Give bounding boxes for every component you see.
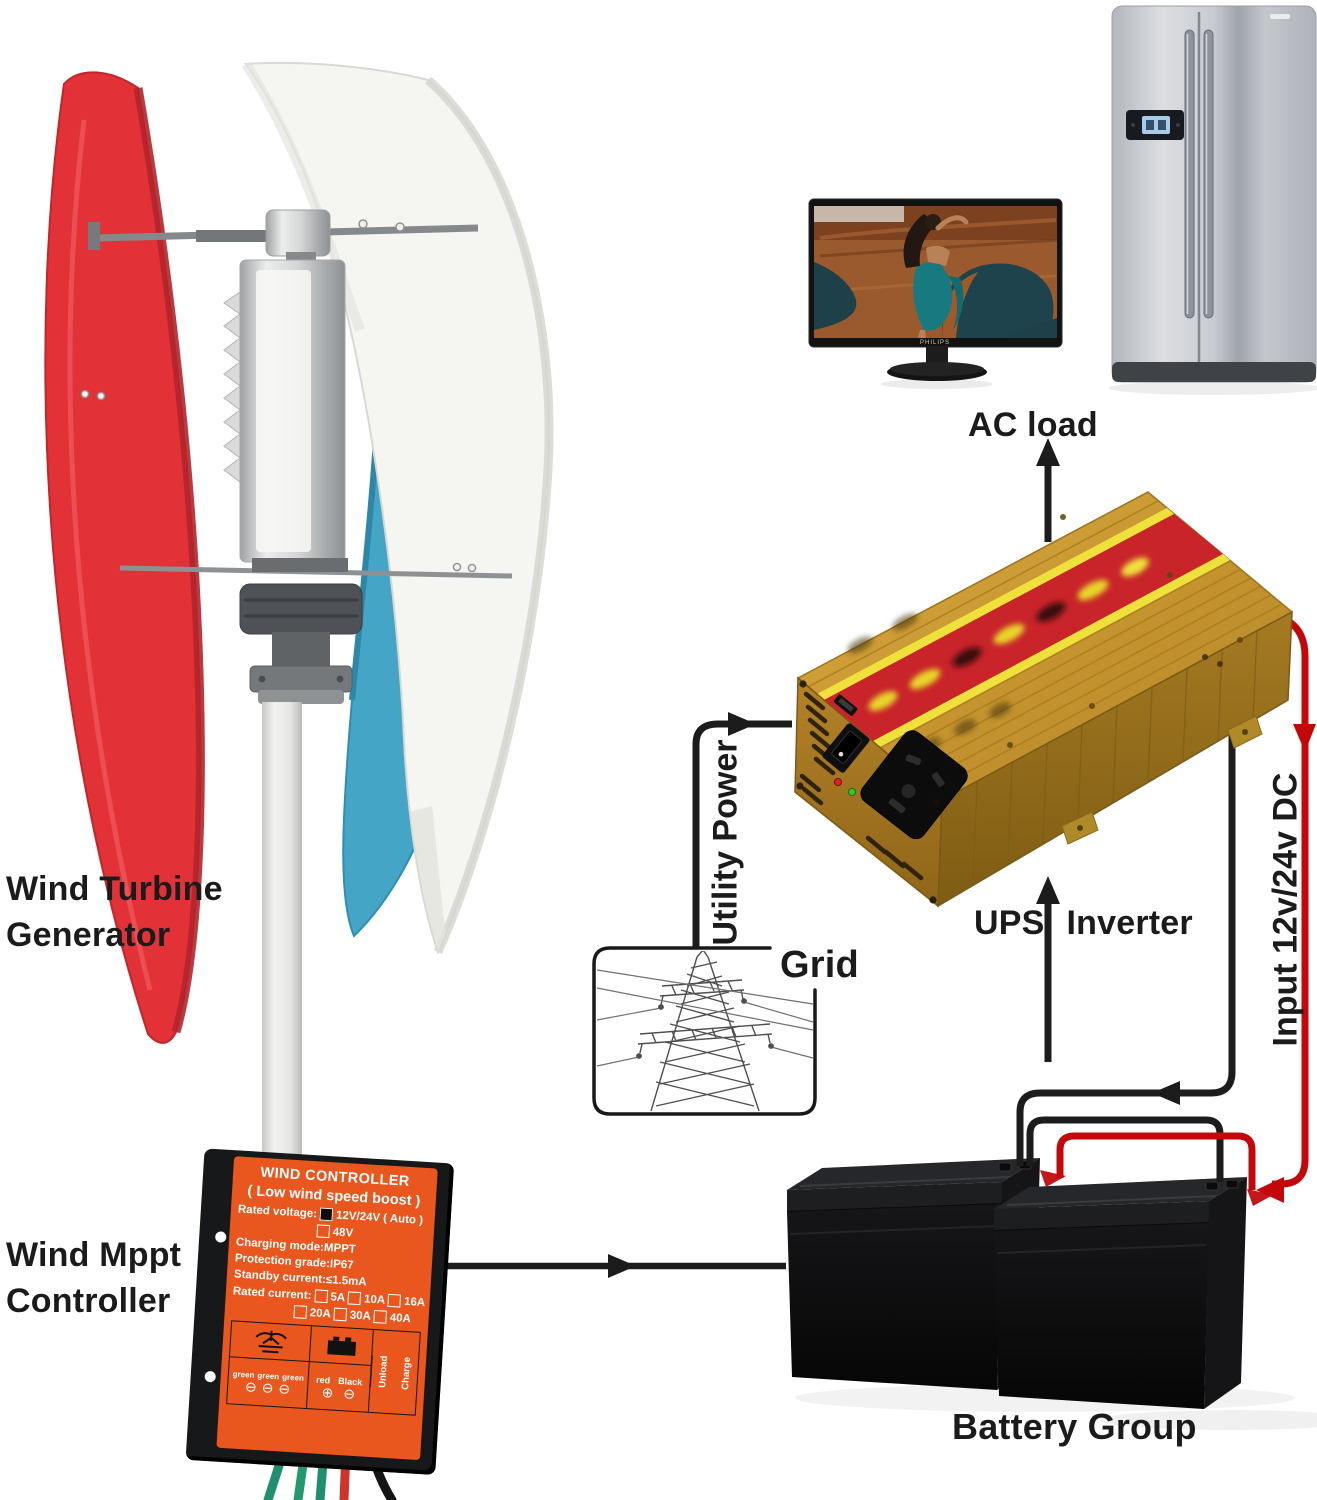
label-line: Wind Turbine [6,870,223,908]
arrowhead-left [1152,1081,1180,1105]
unload-charge-cell: Unload Charge [369,1330,420,1415]
checkbox-30a [333,1307,348,1322]
inverter-screws [796,514,1243,904]
option-10a: 10A [363,1292,386,1307]
label-line: Wind Mppt [6,1236,182,1274]
fridge-kick-plate [1112,362,1316,382]
option-30a: 30A [349,1309,372,1323]
rated-voltage-option2: 48V [332,1225,354,1240]
wind-turbine-generator [44,61,554,1164]
monitor-stand [926,347,948,367]
turbine-pole [262,702,302,1164]
turbine-fins [223,291,241,483]
inverter-power-switch [822,723,870,773]
terminal-symbol: ⊕ [321,1384,334,1402]
monitor-brand: PHILIPS [920,340,950,346]
battery2-positive-marker [1247,1189,1273,1206]
controller-label-panel: WIND CONTROLLER ( Low wind speed boost )… [216,1156,438,1461]
battery-group-label: Battery Group [952,1406,1197,1447]
ac-load-label: AC load [968,406,1098,444]
wire-battery-jumper-red [1056,1132,1256,1190]
blade-bolts [80,219,477,573]
utility-power-label: Utility Power [706,739,745,946]
rated-voltage-option1: 12V/24V ( Auto ) [335,1209,424,1227]
monitor: PHILIPS [808,198,1063,389]
wind-controller-device: WIND CONTROLLER ( Low wind speed boost )… [185,1138,455,1483]
checkbox-20a [293,1305,308,1319]
fridge-display [1126,110,1184,140]
wind-mppt-controller-label: Wind Mppt Controller [6,1232,181,1324]
terminal-label: green [232,1369,255,1380]
fridge-handle-left [1184,29,1195,319]
ups-label-part: UPS [974,904,1045,942]
fridge-handle-right [1203,29,1214,319]
rated-voltage-line2: 48V [316,1224,427,1244]
charge-label: Charge [399,1356,413,1390]
unload-label: Unload [370,1354,396,1389]
label-line: Generator [6,916,171,954]
inverter-label-blurred-text [868,557,1149,711]
checkbox-48v [316,1224,331,1239]
fridge-logo [1270,14,1290,19]
wind-turbine-generator-label: Wind Turbine Generator [6,866,223,958]
wind-turbine-icon [255,1330,287,1353]
arrowhead-down-red [1293,724,1316,752]
wire-battery-jumper-black [1026,1116,1224,1182]
input-dc-label: Input 12v/24v DC [1266,772,1305,1047]
option-5a: 5A [330,1290,346,1304]
inverter-red-led [833,777,843,787]
terminal-symbol: ⊖ [342,1385,356,1403]
terminal-symbol: ⊖ [277,1381,291,1399]
inverter-label-part: Inverter [1066,904,1193,942]
rated-current-label: Rated current: [232,1284,312,1302]
arrowhead-right [728,712,756,736]
turbine-icon-cell [229,1321,312,1363]
terminal-label: red [315,1374,331,1385]
option-40a: 40A [389,1311,412,1325]
label-line: Controller [6,1282,171,1320]
option-16a: 16A [403,1295,426,1309]
rated-voltage-label: Rated voltage: [237,1203,318,1220]
option-20a: 20A [309,1306,332,1320]
checkbox-40a [373,1310,388,1324]
checkbox-12v24v-checked [319,1207,334,1222]
inverter-ac-outlet [860,730,968,840]
inverter-label-stripe [817,508,1174,700]
ups-inverter [794,491,1294,908]
terminal-symbol: ⊖ [261,1380,274,1397]
mount-hole [214,1231,227,1243]
battery-terminals-cell: red Black ⊕ ⊖ [306,1362,372,1412]
grid-box [592,946,817,1116]
turbine-terminals-cell: green green green ⊖ ⊖ ⊖ [227,1357,310,1409]
checkbox-10a [347,1291,362,1306]
inverter-vents [799,691,924,881]
checkbox-5a [314,1289,328,1304]
terminal-symbol: ⊖ [244,1379,258,1396]
inverter-green-led [847,787,857,797]
grid-label: Grid [780,944,859,986]
checkbox-16a [387,1293,402,1308]
battery-icon-cell [309,1326,374,1366]
rated-current-line2: 20A 30A 40A [293,1305,422,1326]
mount-hole [204,1370,217,1383]
ups-inverter-label: UPS Inverter [974,900,1193,946]
monitor-screen-image [814,206,1057,338]
arrowhead-left-red [1256,1177,1284,1203]
terminal-label: Black [337,1375,363,1387]
battery1-positive-marker [1040,1170,1066,1187]
refrigerator [1108,5,1317,395]
inverter-usb-port [833,694,858,716]
wire-utility-power [692,720,792,948]
flow-arrows [440,438,1060,1278]
battery-2 [993,1177,1273,1409]
wire-inverter-to-battery [1016,712,1236,1166]
controller-terminal-table: Unload Charge green green green ⊖ ⊖ ⊖ re… [226,1320,421,1416]
battery-icon [326,1336,356,1356]
battery-1 [786,1158,1066,1390]
transmission-tower [597,951,813,1111]
